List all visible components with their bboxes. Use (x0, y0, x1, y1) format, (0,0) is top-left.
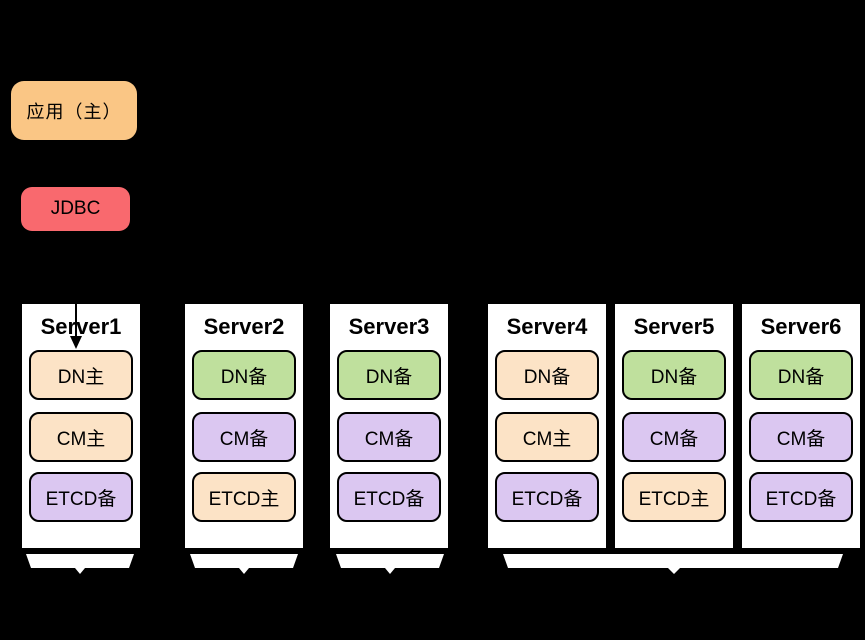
server2-cm-box: CM备 (192, 412, 296, 462)
underbrace-server3-icon (336, 554, 444, 575)
app-primary-box: 应用（主） (11, 81, 137, 140)
server4-etcd-box: ETCD备 (495, 472, 599, 522)
server6-column: Server6 DN备 CM备 ETCD备 (742, 304, 860, 548)
server3-cm-box: CM备 (337, 412, 441, 462)
arrow-line (75, 231, 77, 336)
server1-dn-box: DN主 (29, 350, 133, 400)
server6-title: Server6 (760, 314, 842, 339)
server5-title: Server5 (633, 314, 715, 339)
server4-title: Server4 (506, 314, 588, 339)
server2-column: Server2 DN备 CM备 ETCD主 (185, 304, 303, 548)
server2-title: Server2 (203, 314, 285, 339)
server2-etcd-box: ETCD主 (192, 472, 296, 522)
server5-dn-box: DN备 (622, 350, 726, 400)
server5-cm-box: CM备 (622, 412, 726, 462)
server5-etcd-box: ETCD主 (622, 472, 726, 522)
server3-etcd-box: ETCD备 (337, 472, 441, 522)
server1-title: Server1 (40, 314, 122, 339)
server6-etcd-box: ETCD备 (749, 472, 853, 522)
server6-cm-box: CM备 (749, 412, 853, 462)
server6-dn-box: DN备 (749, 350, 853, 400)
server2-dn-box: DN备 (192, 350, 296, 400)
underbrace-servers4-6-icon (503, 554, 843, 575)
server1-etcd-box: ETCD备 (29, 472, 133, 522)
server5-column: Server5 DN备 CM备 ETCD主 (615, 304, 733, 548)
underbrace-server1-icon (26, 554, 134, 575)
server4-column: Server4 DN备 CM主 ETCD备 (488, 304, 606, 548)
server1-column: Server1 DN主 CM主 ETCD备 (22, 304, 140, 548)
server4-dn-box: DN备 (495, 350, 599, 400)
server3-dn-box: DN备 (337, 350, 441, 400)
server3-title: Server3 (348, 314, 430, 339)
underbrace-server2-icon (190, 554, 298, 575)
arrow-head (70, 336, 82, 349)
server4-cm-box: CM主 (495, 412, 599, 462)
jdbc-box: JDBC (21, 187, 130, 231)
server1-cm-box: CM主 (29, 412, 133, 462)
server3-column: Server3 DN备 CM备 ETCD备 (330, 304, 448, 548)
